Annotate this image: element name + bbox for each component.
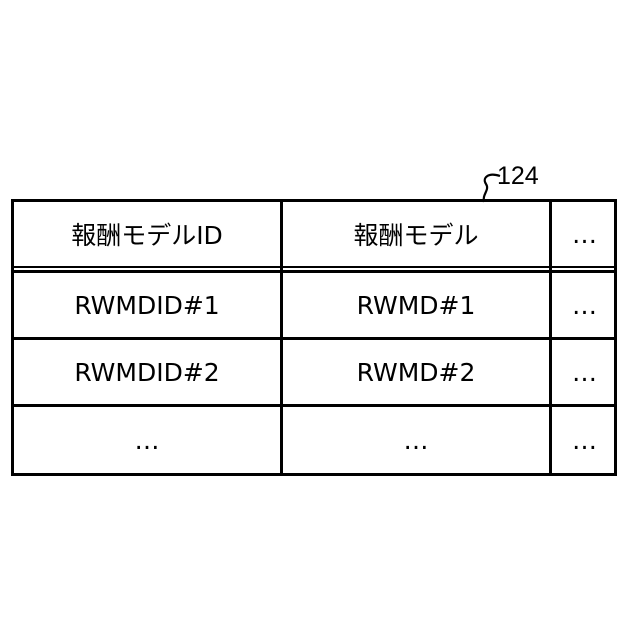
reference-number: 124 [497,161,539,191]
table-cell: RWMDID#1 [14,273,280,337]
header-cell-ellipsis: … [552,202,617,266]
header-cell-reward-model-id: 報酬モデルID [14,202,280,266]
header-divider-top [14,266,614,268]
table-cell: … [283,407,549,473]
table-cell: … [552,273,617,337]
reward-model-table: 報酬モデルID 報酬モデル … RWMDID#1 RWMD#1 … RWMDID… [11,199,617,476]
table-cell: RWMD#1 [283,273,549,337]
table-cell: … [14,407,280,473]
table-cell: … [552,407,617,473]
table-cell: RWMDID#2 [14,340,280,404]
table-cell: RWMD#2 [283,340,549,404]
header-cell-reward-model: 報酬モデル [283,202,549,266]
table-cell: … [552,340,617,404]
